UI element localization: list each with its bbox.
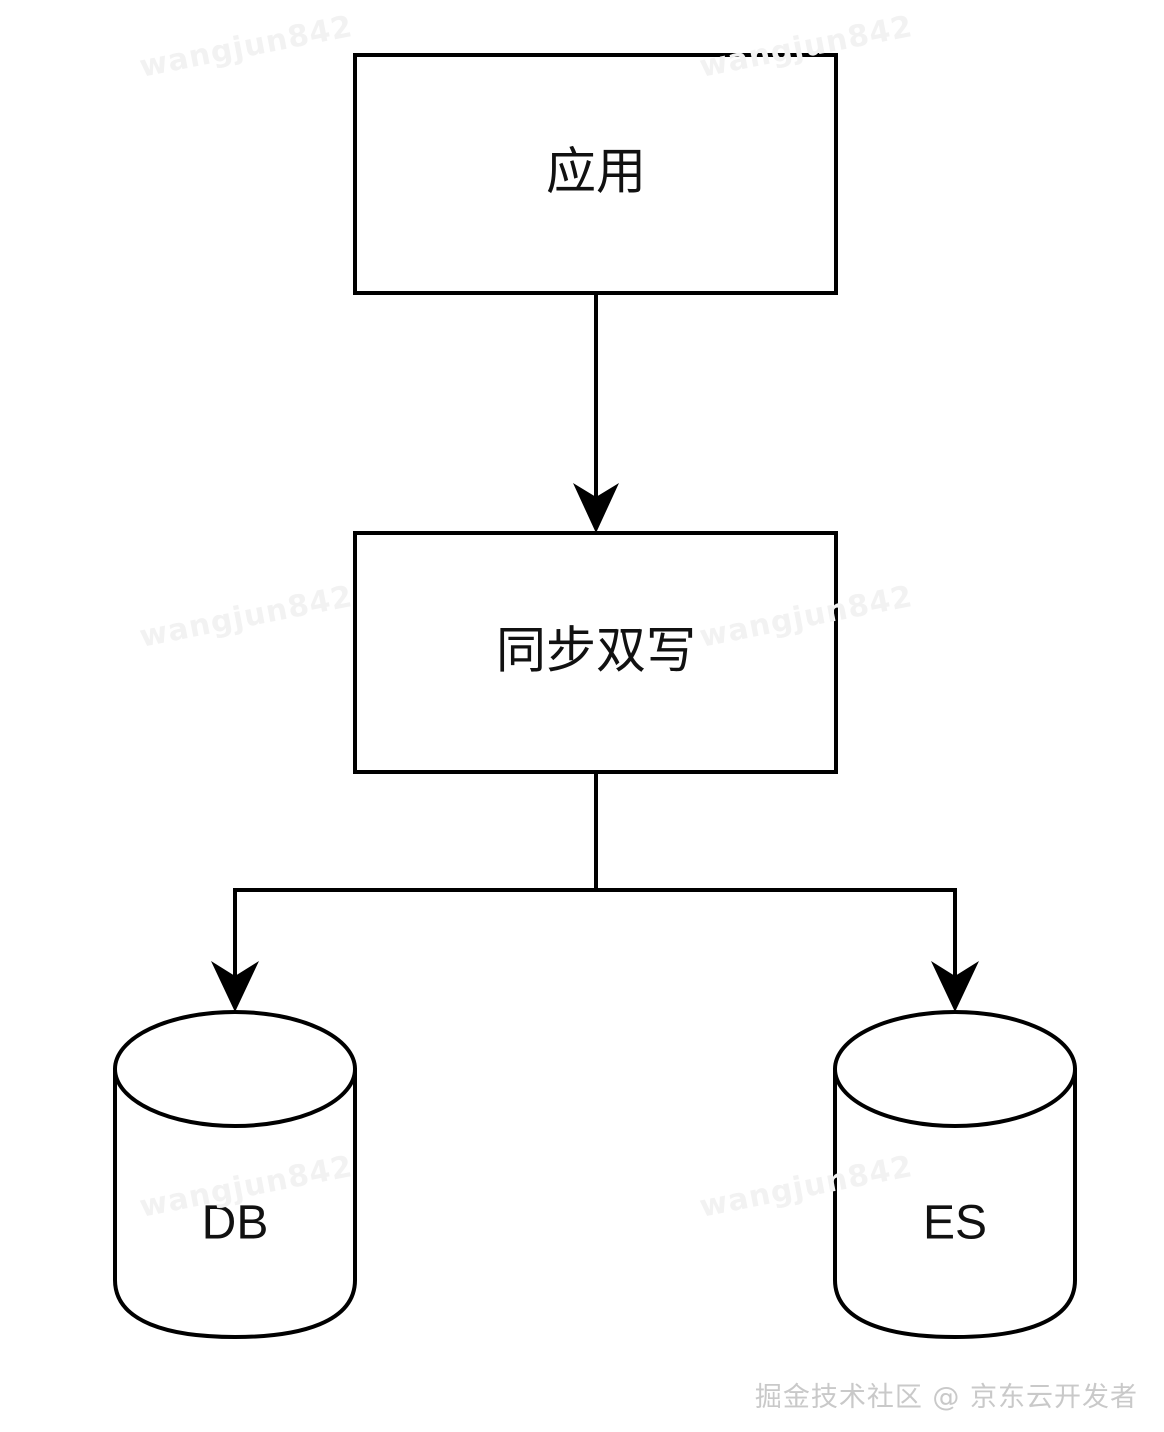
arrow-head-sync [573, 483, 619, 533]
node-es-top-ellipse [833, 1010, 1077, 1128]
node-es-label: ES [923, 1197, 987, 1250]
node-sync-box[interactable] [353, 531, 838, 774]
footer-credit: 掘金技术社区 @ 京东云开发者 [754, 1382, 1138, 1413]
edge-sync-to-stores [211, 772, 979, 1012]
node-db[interactable]: DB [113, 1010, 357, 1339]
node-db-top-ellipse [113, 1010, 357, 1128]
arrow-head-db [211, 961, 259, 1012]
node-es-body[interactable] [833, 1067, 1077, 1339]
arrow-head-es [931, 961, 979, 1012]
node-sync-dual-write[interactable]: 同步双写 [353, 531, 838, 774]
node-app-box[interactable] [353, 53, 838, 295]
node-db-body[interactable] [113, 1067, 357, 1339]
node-app[interactable]: 应用 [353, 53, 838, 295]
edge-app-to-sync [573, 293, 619, 533]
node-db-label: DB [202, 1197, 269, 1250]
node-es[interactable]: ES [833, 1010, 1077, 1339]
node-app-label: 应用 [546, 143, 646, 201]
node-sync-label: 同步双写 [496, 622, 696, 680]
